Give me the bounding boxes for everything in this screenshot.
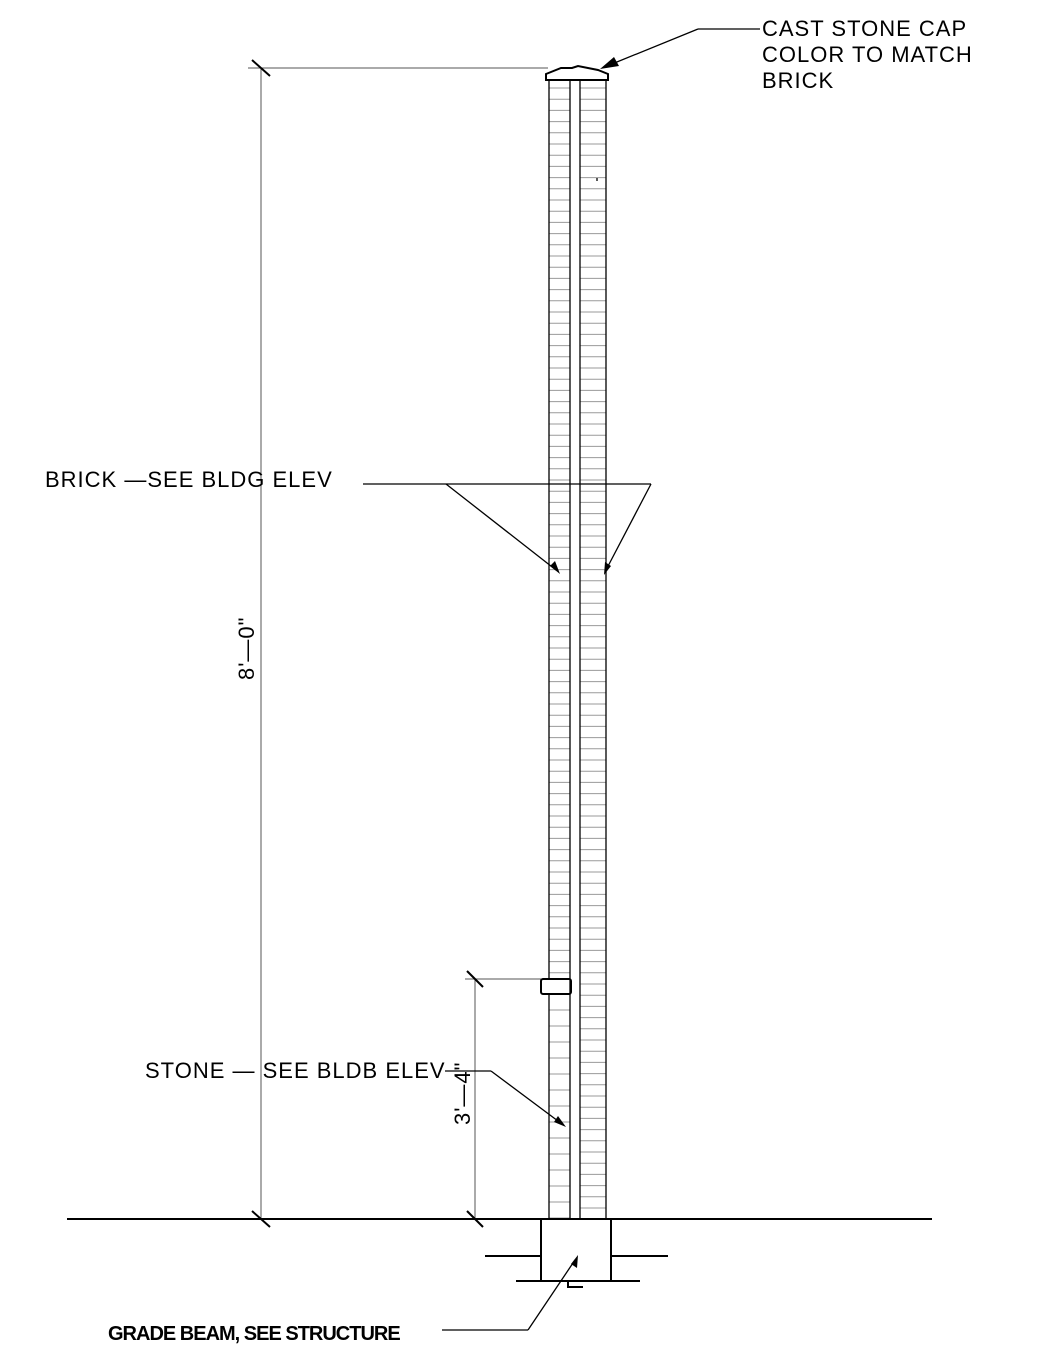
stone-leader xyxy=(445,1070,566,1127)
cap-annotation-line2: COLOR TO MATCH xyxy=(762,42,973,67)
stone-dimension-label: 3'—4" xyxy=(450,1062,475,1125)
stone-annotation: STONE — SEE BLDB ELEV xyxy=(145,1058,446,1083)
brick-annotation: BRICK —SEE BLDG ELEV xyxy=(45,467,333,492)
masonry-column xyxy=(548,80,607,1219)
cap-leader xyxy=(600,28,760,69)
grade-beam xyxy=(485,1218,668,1288)
stone-dimension: 3'—4" xyxy=(450,970,541,1228)
cap-annotation-line3: BRICK xyxy=(762,68,834,93)
brick-courses xyxy=(549,87,606,1219)
overall-dimension-label: 8'—0" xyxy=(234,617,259,680)
cast-stone-cap xyxy=(545,64,609,81)
cap-annotation-line1: CAST STONE CAP xyxy=(762,16,967,41)
overall-dimension: 8'—0" xyxy=(234,59,548,1228)
grade-beam-annotation: GRADE BEAM, SEE STRUCTURE xyxy=(108,1323,400,1345)
stone-ledge xyxy=(540,978,572,995)
brick-leader xyxy=(363,483,652,575)
grade-beam-leader xyxy=(442,1255,578,1331)
